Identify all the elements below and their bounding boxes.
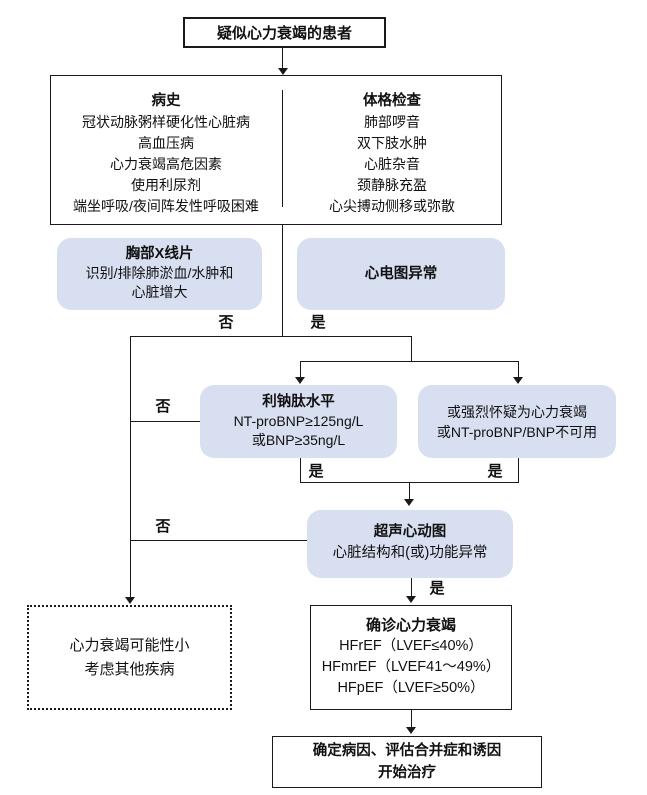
suspicion-line: 或NT-proBNP/BNP不可用 — [436, 423, 598, 440]
treatment-line: 确定病因、评估合并症和诱因 — [312, 743, 502, 759]
node-ecg-abnormal: 心电图异常 — [297, 238, 505, 310]
confirmed-hf-title: 确诊心力衰竭 — [365, 617, 456, 634]
treatment-line: 开始治疗 — [378, 765, 436, 781]
history-column: 病史 冠状动脉粥样硬化性心脏病 高血压病 心力衰竭高危因素 使用利尿剂 端坐呼吸… — [52, 91, 280, 217]
branch-line-top — [130, 336, 412, 337]
branch-label-no: 否 — [155, 518, 171, 535]
history-item: 端坐呼吸/夜间阵发性呼吸困难 — [73, 198, 259, 214]
assessment-divider — [282, 90, 283, 207]
branch-label-no: 否 — [155, 398, 171, 415]
chest-xray-line: 识别/排除肺淤血/水肿和 — [85, 265, 234, 281]
natriuretic-line: 或BNP≥35ng/L — [251, 432, 346, 448]
chest-xray-title: 胸部X线片 — [125, 246, 194, 262]
hf-unlikely-line: 心力衰竭可能性小 — [69, 636, 190, 654]
branch-label-no: 否 — [218, 314, 234, 331]
connector-echo-to-diagnosis — [411, 578, 412, 597]
confirmed-hf-line: HFpEF（LVEF≥50%） — [337, 680, 485, 696]
history-item: 冠状动脉粥样硬化性心脏病 — [82, 114, 250, 130]
no-line-echo — [130, 540, 307, 541]
ecg-abnormal-label: 心电图异常 — [364, 265, 438, 282]
node-chest-xray: 胸部X线片 识别/排除肺淤血/水肿和 心脏增大 — [57, 238, 262, 310]
confirmed-hf-line: HFmrEF（LVEF41～49%） — [321, 659, 501, 675]
node-treatment: 确定病因、评估合并症和诱因 开始治疗 — [272, 736, 542, 788]
connector-to-natriuretic — [300, 361, 301, 378]
suspicion-line: 或强烈怀疑为心力衰竭 — [447, 403, 587, 420]
node-strong-suspicion: 或强烈怀疑为心力衰竭 或NT-proBNP/BNP不可用 — [418, 385, 616, 458]
echo-line: 心脏结构和(或)功能异常 — [332, 545, 488, 561]
history-title: 病史 — [151, 93, 181, 109]
branch-label-yes: 是 — [487, 463, 503, 480]
history-item: 使用利尿剂 — [131, 177, 201, 193]
node-assessment — [50, 75, 502, 225]
physical-exam-title: 体格检查 — [363, 93, 421, 109]
arrow-down-icon — [513, 377, 523, 384]
node-natriuretic-peptide: 利钠肽水平 NT-proBNP≥125ng/L 或BNP≥35ng/L — [200, 385, 397, 458]
node-suspected-hf-patient-label: 疑似心力衰竭的患者 — [216, 25, 352, 42]
echo-title: 超声心动图 — [373, 524, 447, 540]
natriuretic-title: 利钠肽水平 — [262, 394, 335, 410]
arrow-down-icon — [125, 597, 135, 604]
arrow-down-icon — [404, 499, 414, 506]
no-trunk-line — [130, 336, 131, 597]
branch-label-yes: 是 — [310, 314, 326, 331]
natriuretic-line: NT-proBNP≥125ng/L — [233, 413, 364, 429]
physical-exam-column: 体格检查 肺部啰音 双下肢水肿 心脏杂音 颈静脉充盈 心尖搏动侧移或弥散 — [284, 91, 500, 217]
connector-assessment-down — [282, 225, 283, 337]
node-suspected-hf-patient: 疑似心力衰竭的患者 — [183, 17, 386, 48]
node-hf-unlikely: 心力衰竭可能性小 考虑其他疾病 — [27, 605, 232, 710]
physical-exam-item: 双下肢水肿 — [357, 135, 427, 151]
arrow-down-icon — [406, 596, 416, 603]
yes-stub-natriuretic — [300, 458, 301, 483]
no-line-natriuretic — [130, 421, 200, 422]
confirmed-hf-line: HFrEF（LVEF≤40%） — [339, 638, 483, 654]
arrow-down-icon — [406, 727, 416, 734]
physical-exam-item: 颈静脉充盈 — [357, 177, 427, 193]
arrow-down-icon — [278, 68, 288, 75]
yes-split-line — [300, 361, 518, 362]
connector-diagnosis-to-treatment — [411, 710, 412, 728]
connector-to-echo — [409, 482, 410, 499]
node-confirmed-hf: 确诊心力衰竭 HFrEF（LVEF≤40%） HFmrEF（LVEF41～49%… — [310, 605, 512, 710]
yes-stub-suspicion — [518, 458, 519, 483]
history-item: 心力衰竭高危因素 — [110, 156, 222, 172]
connector-start-to-assessment — [282, 48, 283, 68]
history-item: 高血压病 — [138, 135, 194, 151]
physical-exam-item: 肺部啰音 — [364, 114, 420, 130]
node-echocardiogram: 超声心动图 心脏结构和(或)功能异常 — [307, 510, 513, 578]
hf-unlikely-line: 考虑其他疾病 — [84, 660, 175, 678]
physical-exam-item: 心尖搏动侧移或弥散 — [329, 198, 455, 214]
chest-xray-line: 心脏增大 — [131, 284, 188, 300]
connector-to-suspicion — [518, 361, 519, 378]
yes-drop-line — [411, 336, 412, 362]
branch-label-yes: 是 — [429, 580, 445, 597]
branch-label-yes: 是 — [308, 463, 324, 480]
arrow-down-icon — [295, 377, 305, 384]
physical-exam-item: 心脏杂音 — [364, 156, 420, 172]
